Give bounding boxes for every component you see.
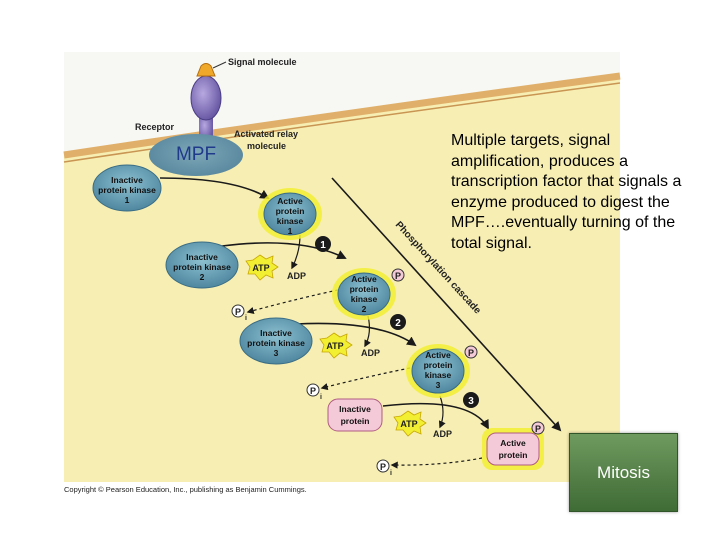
pi-label-1: P xyxy=(235,307,241,317)
step-2-number: 2 xyxy=(395,318,401,329)
phosphatase-arrow-3 xyxy=(390,457,483,469)
phosphate-label-2: P xyxy=(395,271,401,281)
active-kinase-1 xyxy=(263,192,317,236)
inactive-kinase-2-label-b: protein kinase xyxy=(173,262,231,272)
membrane-inner-line xyxy=(63,82,621,163)
pi-icon-3 xyxy=(376,459,390,473)
active-kinase-2-label-c: kinase xyxy=(351,294,378,304)
phosphate-label-4: P xyxy=(535,424,541,434)
phosphate-icon-2 xyxy=(391,268,405,282)
pi-icon-2 xyxy=(306,383,320,397)
phosphate-icon-4 xyxy=(531,421,545,435)
atp-icon-2 xyxy=(319,332,353,359)
active-kinase-2-label-a: Active xyxy=(351,274,377,284)
atp-label-2: ATP xyxy=(326,341,343,351)
inactive-kinase-1 xyxy=(92,164,162,212)
pi-label-3: P xyxy=(380,462,386,472)
inactive-protein-label-b: protein xyxy=(341,416,370,426)
copyright-notice: Copyright © Pearson Education, Inc., pub… xyxy=(64,485,307,494)
signal-leader-line xyxy=(212,61,227,69)
atp-icon-1 xyxy=(245,254,279,281)
activation-arrow-3 xyxy=(295,322,417,347)
activation-arrow-1 xyxy=(159,177,270,199)
inactive-kinase-3-label-b: protein kinase xyxy=(247,338,305,348)
active-kinase-2-label-d: 2 xyxy=(362,304,367,314)
atp-label-3: ATP xyxy=(400,419,417,429)
mpf-label: MPF xyxy=(175,144,217,165)
phosphatase-arrow-1 xyxy=(246,289,339,314)
adp-label-1: ADP xyxy=(287,271,306,281)
inactive-protein xyxy=(327,398,383,432)
active-kinase-3-label-c: kinase xyxy=(425,370,452,380)
signal-molecule-label: Signal molecule xyxy=(228,57,297,67)
inactive-protein-label-a: Inactive xyxy=(339,404,371,414)
mitosis-label: Mitosis xyxy=(597,462,650,482)
plasma-membrane xyxy=(63,72,621,159)
inactive-kinase-1-label-a: Inactive xyxy=(111,175,143,185)
active-protein-label-b: protein xyxy=(499,450,528,460)
inactive-kinase-2 xyxy=(165,241,239,289)
inactive-kinase-2-label-a: Inactive xyxy=(186,252,218,262)
step-2-badge xyxy=(390,314,406,330)
pi-sub-1: i xyxy=(245,315,247,322)
activation-arrow-4 xyxy=(382,402,489,430)
active-kinase-1-label-d: 1 xyxy=(288,226,293,236)
active-kinase-1-label-b: protein xyxy=(276,206,305,216)
activation-arrow-2 xyxy=(221,242,347,259)
inactive-kinase-3-label-a: Inactive xyxy=(260,328,292,338)
atp-label-1: ATP xyxy=(252,263,269,273)
adp-label-3: ADP xyxy=(433,429,452,439)
pi-sub-2: i xyxy=(320,394,322,401)
inactive-kinase-3 xyxy=(239,317,313,365)
inactive-kinase-2-label-c: 2 xyxy=(200,272,205,282)
adp-label-2: ADP xyxy=(361,348,380,358)
active-protein xyxy=(486,432,540,466)
receptor-icon xyxy=(190,75,222,121)
phosphatase-arrow-2 xyxy=(320,367,411,391)
step-3-number: 3 xyxy=(468,396,474,407)
relay-label-line1: Activated relay xyxy=(234,129,298,139)
pi-sub-3: i xyxy=(390,470,392,477)
cascade-arrow xyxy=(331,177,562,432)
active-kinase-3-label-d: 3 xyxy=(436,380,441,390)
callout-text: Multiple targets, signal amplification, … xyxy=(451,132,682,252)
receptor-label: Receptor xyxy=(135,122,175,132)
step-1-badge xyxy=(315,236,331,252)
pi-label-2: P xyxy=(310,386,316,396)
active-kinase-2 xyxy=(337,272,391,316)
pi-icon-1 xyxy=(231,304,245,318)
active-protein-label-a: Active xyxy=(500,438,526,448)
active-kinase-3-label-a: Active xyxy=(425,350,451,360)
step-1-number: 1 xyxy=(320,240,326,251)
mpf-relay-overlay: MPF xyxy=(149,134,243,176)
phosphate-label-3: P xyxy=(468,348,474,358)
inactive-kinase-1-label-b: protein kinase xyxy=(98,185,156,195)
adp-arrow-3 xyxy=(438,395,446,429)
step-3-badge xyxy=(463,392,479,408)
inactive-kinase-3-label-c: 3 xyxy=(274,348,279,358)
relay-label-line2: molecule xyxy=(247,141,286,151)
inactive-kinase-1-label-c: 1 xyxy=(125,195,130,205)
atp-icon-3 xyxy=(393,410,427,437)
active-kinase-3 xyxy=(411,348,465,394)
active-kinase-1-label-a: Active xyxy=(277,196,303,206)
mitosis-box: Mitosis xyxy=(569,433,678,512)
active-kinase-3-label-b: protein xyxy=(424,360,453,370)
active-kinase-2-label-b: protein xyxy=(350,284,379,294)
active-kinase-1-label-c: kinase xyxy=(277,216,304,226)
signal-molecule-icon xyxy=(196,63,216,77)
phosphate-icon-3 xyxy=(464,345,478,359)
